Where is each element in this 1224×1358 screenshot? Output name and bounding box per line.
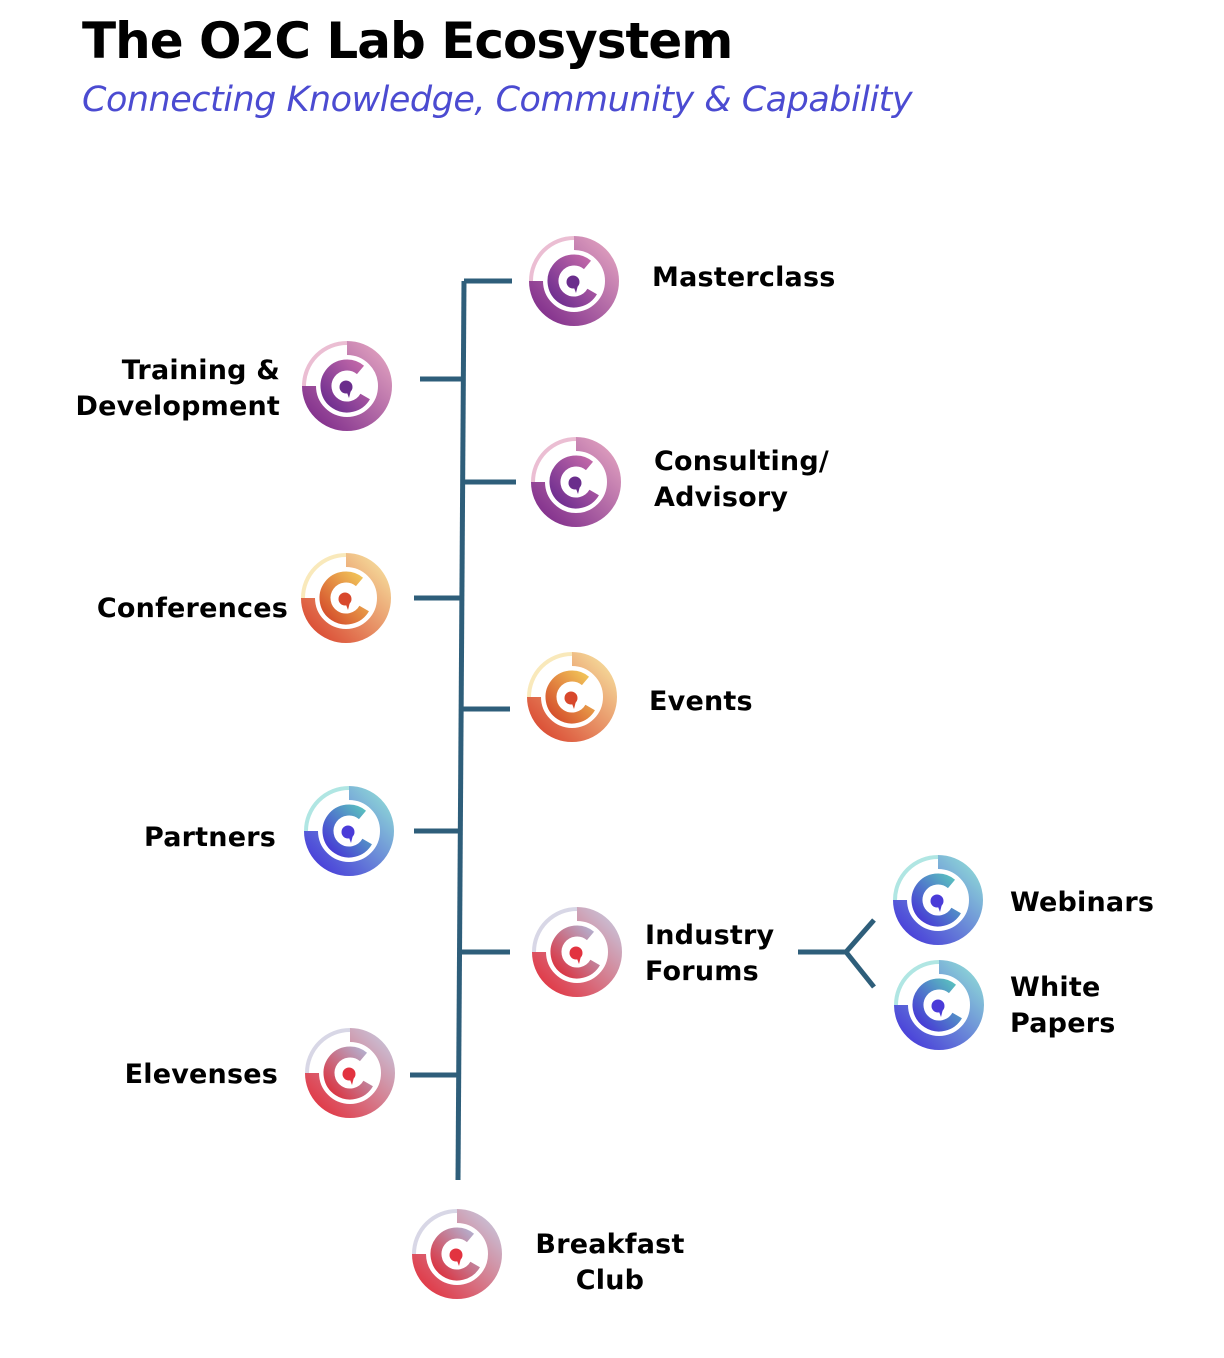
partners-icon [304, 786, 394, 876]
elevenses-icon [305, 1028, 395, 1118]
connector-lines [410, 278, 876, 1181]
node-icons [301, 236, 984, 1299]
node-label-breakfast-club: Breakfast Club [535, 1229, 685, 1296]
page-subtitle: Connecting Knowledge, Community & Capabi… [82, 80, 913, 120]
fork-white-papers-line [844, 950, 876, 989]
consulting-icon [531, 437, 621, 527]
page-title: The O2C Lab Ecosystem [82, 12, 733, 70]
node-label-conferences: Conferences [96, 593, 288, 624]
webinars-icon [893, 855, 983, 945]
node-label-webinars: Webinars [1010, 887, 1155, 918]
node-label-consulting: Consulting/ Advisory [654, 446, 829, 513]
white-papers-icon [894, 960, 984, 1050]
node-label-white-papers: White Papers [1010, 972, 1116, 1039]
industry-forums-icon [532, 907, 622, 997]
node-label-partners: Partners [143, 822, 276, 853]
fork-webinars-line [844, 918, 876, 954]
node-label-elevenses: Elevenses [124, 1059, 278, 1090]
conferences-icon [301, 553, 391, 643]
breakfast-club-icon [412, 1209, 502, 1299]
main-trunk-line [455, 280, 467, 1181]
node-label-industry-forums: Industry Forums [645, 920, 775, 987]
training-icon [302, 341, 392, 431]
node-label-events: Events [649, 686, 753, 717]
masterclass-icon [529, 236, 619, 326]
events-icon [527, 652, 617, 742]
node-label-masterclass: Masterclass [652, 262, 836, 293]
node-label-training: Training & Development [75, 355, 280, 422]
